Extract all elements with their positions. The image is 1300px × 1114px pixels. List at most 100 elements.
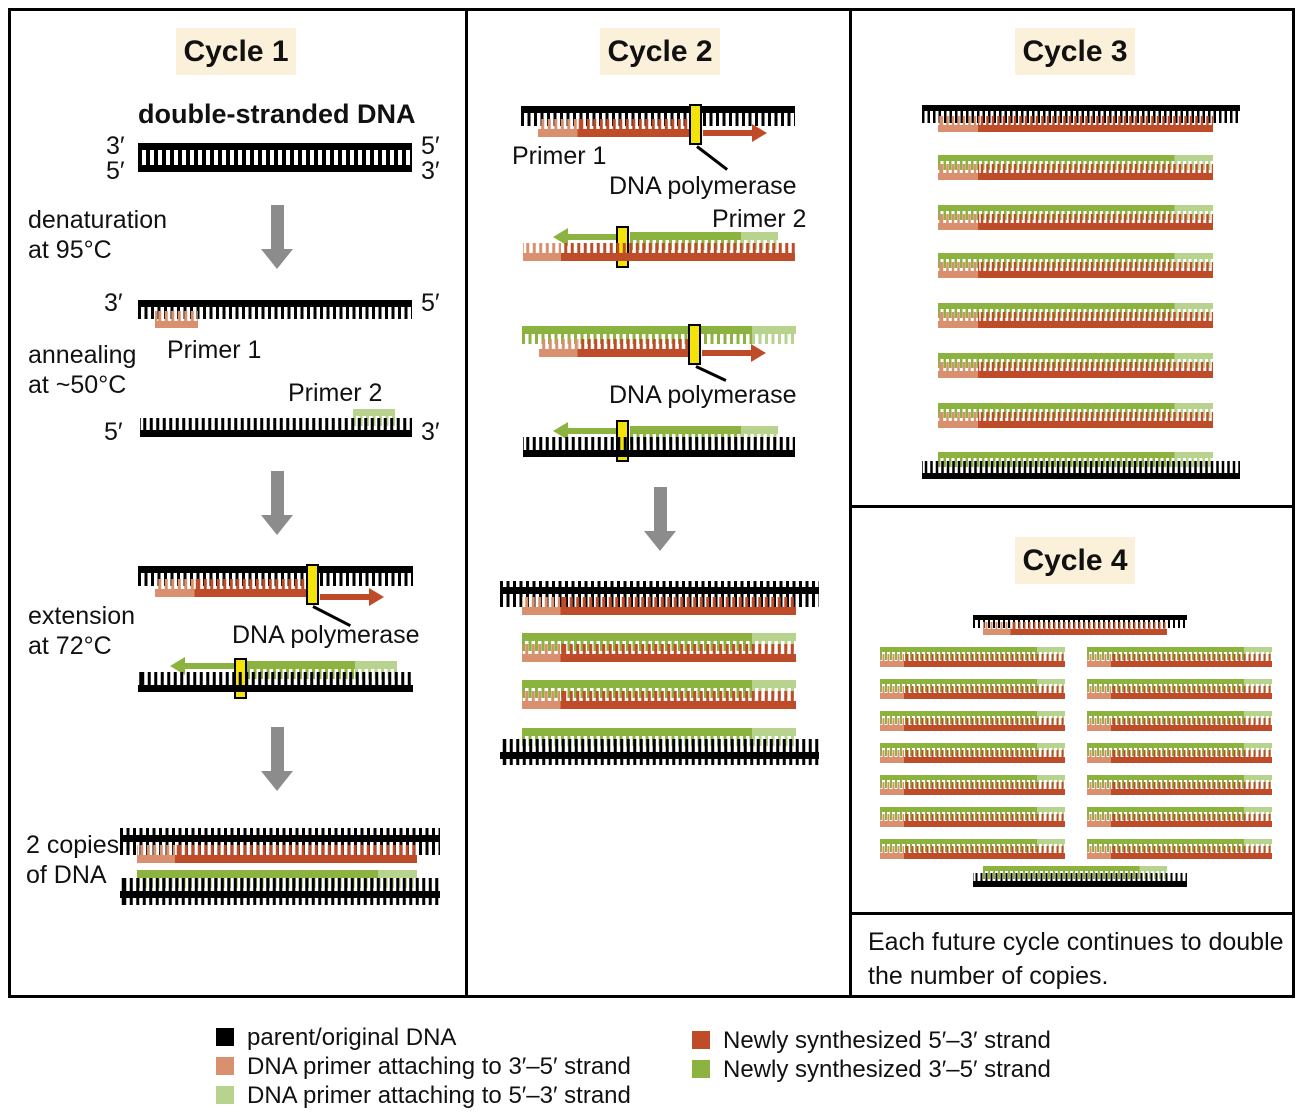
end-label: 3′ (421, 157, 440, 185)
new-strand-red (880, 718, 1065, 731)
result-label: 2 copies of DNA (26, 830, 119, 890)
strand-backbone (1087, 725, 1272, 731)
base-pair-ticks (880, 846, 905, 853)
strand-backbone (1087, 807, 1272, 812)
strand-teeth (120, 898, 440, 905)
new-strand-red (522, 597, 796, 615)
strand-teeth (938, 262, 1213, 271)
base-pair-ticks (522, 644, 561, 654)
strand-backbone (538, 129, 689, 137)
strand-teeth (1087, 654, 1272, 661)
annealing-label: annealing at ~50°C (28, 340, 136, 400)
strand-backbone (522, 654, 796, 662)
synthesis-arrow-left (170, 657, 238, 675)
end-label: 3′ (421, 418, 440, 446)
strand-backbone (1087, 661, 1272, 667)
strand-teeth (938, 116, 1213, 125)
strand-backbone (973, 615, 1187, 620)
process-arrow (644, 487, 676, 551)
base-pair-ticks (938, 214, 978, 223)
base-pair-ticks (155, 579, 195, 589)
legend-label: DNA primer attaching to 3′–5′ strand (247, 1053, 631, 1080)
dna-polymerase-label: DNA polymerase (609, 381, 797, 409)
base-pair-ticks (1010, 622, 1167, 629)
strand-teeth (938, 362, 1213, 371)
new-strand-red (1087, 686, 1272, 699)
denaturation-line2: at 95°C (28, 236, 112, 264)
strand-backbone (1087, 853, 1272, 859)
base-pair-ticks (938, 412, 978, 421)
strand-backbone (880, 853, 1065, 859)
base-pair-ticks (1087, 782, 1112, 789)
process-arrow-head (261, 515, 293, 535)
new-strand-red (880, 654, 1065, 667)
base-pair-ticks (977, 164, 1213, 173)
process-arrow-head (261, 249, 293, 269)
legend-swatch-new_strand_red (692, 1031, 710, 1049)
end-label: 5′ (421, 289, 440, 317)
strand-teeth (938, 412, 1213, 421)
base-pair-ticks (1087, 654, 1112, 661)
new-strand-red (1087, 846, 1272, 859)
arrow-shaft (568, 428, 619, 434)
strand-teeth (138, 307, 412, 319)
strand-teeth (155, 579, 306, 589)
strand-backbone (938, 205, 1213, 211)
base-pair-ticks (523, 243, 562, 253)
legend-item: parent/original DNA (216, 1026, 631, 1050)
base-pair-ticks (1087, 686, 1112, 693)
strand-backbone (880, 725, 1065, 731)
strand-backbone (353, 409, 395, 416)
new-strand-red (1087, 654, 1272, 667)
arrow-shaft (185, 663, 238, 669)
new-strand-red (880, 814, 1065, 827)
base-pair-ticks (938, 116, 978, 125)
strand-backbone (1087, 789, 1272, 795)
arrow-head (369, 588, 384, 606)
base-pair-ticks (880, 814, 905, 821)
base-pair-ticks (500, 581, 819, 587)
parent-strand (973, 873, 1187, 887)
new-strand-red (1087, 718, 1272, 731)
strand-teeth (938, 312, 1213, 321)
result-line2: of DNA (26, 861, 107, 889)
strand-backbone (1087, 647, 1272, 652)
strand-backbone (938, 421, 1213, 428)
base-pair-ticks (155, 311, 198, 321)
new-strand-red (938, 362, 1213, 378)
strand-backbone (1087, 821, 1272, 827)
strand-backbone (523, 253, 795, 261)
base-pair-ticks (977, 214, 1213, 223)
base-pair-ticks (938, 312, 978, 321)
strand-backbone (1087, 775, 1272, 780)
arrow-shaft (703, 130, 752, 136)
strand-backbone (140, 430, 412, 437)
extension-label: extension at 72°C (28, 601, 135, 661)
process-arrow (261, 471, 293, 535)
double-stranded-dna-ladder (138, 143, 412, 172)
strand-backbone (938, 125, 1213, 132)
new-strand-red (938, 412, 1213, 428)
strand-backbone (522, 326, 796, 334)
strand-backbone (938, 173, 1213, 180)
base-pair-ticks (500, 739, 819, 752)
cycle3-header: Cycle 3 (1015, 28, 1135, 75)
strand-backbone (938, 353, 1213, 359)
new-strand-red (880, 686, 1065, 699)
parent-strand (922, 461, 1240, 479)
strand-backbone (522, 680, 796, 688)
new-strand-red (938, 164, 1213, 180)
new-strand-red (1087, 782, 1272, 795)
base-pair-ticks (120, 828, 440, 835)
legend-label: Newly synthesized 5′–3′ strand (723, 1027, 1051, 1054)
base-pair-ticks (1087, 846, 1112, 853)
primer2-label: Primer 2 (712, 205, 807, 233)
cycle2-header: Cycle 2 (600, 28, 720, 75)
base-pair-ticks (904, 718, 1065, 725)
base-pair-ticks (904, 846, 1065, 853)
strand-backbone (880, 711, 1065, 716)
strand-backbone (922, 473, 1240, 479)
strand-teeth (922, 461, 1240, 473)
strand-backbone (138, 566, 413, 573)
